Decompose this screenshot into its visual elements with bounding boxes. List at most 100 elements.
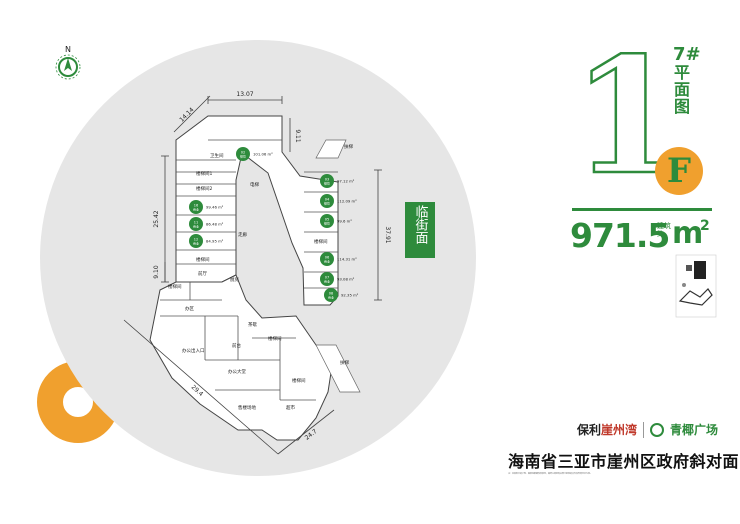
unit-area: 92.35 m² <box>341 293 359 298</box>
room-pantry: 茶歇 <box>248 321 257 328</box>
room-stair-1: 楼梯间1 <box>196 170 212 177</box>
room-stairs-out-bottom: 扶梯 <box>340 359 349 366</box>
unit-use: 商业 <box>328 295 334 300</box>
unit-code: 11 <box>194 221 198 225</box>
unit-badge <box>320 272 334 286</box>
room-toilet: 卫生间 <box>210 152 224 159</box>
room-office-entrance: 办公出入口 <box>182 347 205 354</box>
area-caption: 建筑约 <box>657 222 671 238</box>
unit-use: 餐饮 <box>240 154 246 159</box>
dim-left: 25.42 <box>153 210 160 227</box>
unit-use: 商业 <box>193 224 199 229</box>
coconut-logo-icon <box>650 422 665 437</box>
room-stair-a: 楼梯间 <box>196 256 210 263</box>
unit-badge <box>320 214 334 228</box>
escalator-strips <box>315 139 361 393</box>
plan-title: 平面图 <box>674 63 691 116</box>
unit-use: 餐饮 <box>324 221 330 226</box>
area-unit: m <box>672 216 704 251</box>
brand-divider <box>643 421 645 438</box>
room-kitchen: 厨房 <box>230 276 239 283</box>
dim-right: 37.91 <box>384 226 391 243</box>
project-address: 海南省三亚市崖州区政府斜对面 <box>508 452 740 471</box>
unit-code: 05 <box>325 218 329 222</box>
unit-area: 86.48 m² <box>206 222 224 227</box>
room-sales: 售楼场地 <box>238 404 256 411</box>
dim-right-upper: 9.11 <box>294 129 301 143</box>
room-stair-e: 楼梯间 <box>292 377 306 384</box>
area-value: 971.5 <box>570 216 670 255</box>
unit-use: 餐饮 <box>324 201 330 206</box>
dim-top: 13.07 <box>236 91 253 98</box>
unit-badge <box>236 147 250 161</box>
brand-right: 青椰广场 <box>670 423 719 437</box>
unit-use: 餐饮 <box>324 181 330 186</box>
zone-badge: F <box>655 147 703 195</box>
interior-walls <box>160 139 338 401</box>
unit-area: 99.46 m² <box>206 205 224 210</box>
title-divider <box>572 208 712 211</box>
unit-use: 商业 <box>193 241 199 246</box>
unit-use: 商业 <box>193 207 199 212</box>
area-unit-superscript: 2 <box>700 218 710 234</box>
room-corridor: 走廊 <box>238 231 247 238</box>
unit-code: 12 <box>194 238 198 242</box>
compass-north-label: N <box>65 45 71 54</box>
unit-area: 97.12 m² <box>337 179 355 184</box>
room-elevator: 电梯 <box>250 181 259 188</box>
unit-code: 16 <box>194 204 198 208</box>
room-hall: 前厅 <box>198 270 207 277</box>
street-frontage-label: 临街面 <box>405 202 435 258</box>
unit-area: 114.31 m² <box>337 257 357 262</box>
room-office-hall: 办公大堂 <box>228 368 246 375</box>
unit-area: 112.09 m² <box>337 199 357 204</box>
dimension-lines <box>123 95 382 455</box>
room-stair-d: 楼梯间 <box>268 335 282 342</box>
room-stairs-out-top: 扶梯 <box>344 143 353 150</box>
room-stair-b: 楼梯间 <box>314 238 328 245</box>
unit-use: 商业 <box>324 259 330 264</box>
brand-left-name: 崖州湾 <box>601 423 638 437</box>
room-stair-2: 楼梯间2 <box>196 185 212 192</box>
brand-left-prefix: 保利 <box>577 423 602 437</box>
unit-use: 商业 <box>324 279 330 284</box>
room-supermarket: 超市 <box>286 404 295 411</box>
street-frontage-text: 临街面 <box>412 205 428 244</box>
brand-row: 保利崖州湾 青椰广场 <box>577 421 718 438</box>
unit-area: 84.95 m² <box>206 239 224 244</box>
unit-badge <box>320 174 334 188</box>
unit-code: 06 <box>325 256 329 260</box>
background-circle <box>40 40 476 476</box>
unit-badge <box>189 234 203 248</box>
site-keyplan-icon <box>675 254 717 318</box>
unit-area: 101.06 m² <box>253 152 273 157</box>
unit-badge <box>189 217 203 231</box>
unit-badge <box>324 288 338 302</box>
brand-left: 保利崖州湾 <box>577 421 637 438</box>
unit-badge <box>320 252 334 266</box>
dim-left-lower: 9.10 <box>153 265 160 279</box>
unit-code: 02 <box>241 151 245 155</box>
unit-badge <box>320 194 334 208</box>
unit-code: 03 <box>325 178 329 182</box>
unit-code: 08 <box>329 292 333 296</box>
building-number: 7# <box>673 44 701 65</box>
unit-code: 04 <box>325 198 330 202</box>
unit-code: 07 <box>325 276 329 280</box>
north-arrow-icon <box>55 54 81 80</box>
room-front-desk: 前台 <box>232 342 241 349</box>
disclaimer-text: 注：本资料中的户型、面积等数据仅供参考，最终以政府有关部门批准的文件及合同约定为… <box>508 473 593 475</box>
unit-badge <box>189 200 203 214</box>
unit-area: 99.6 m² <box>337 219 352 224</box>
